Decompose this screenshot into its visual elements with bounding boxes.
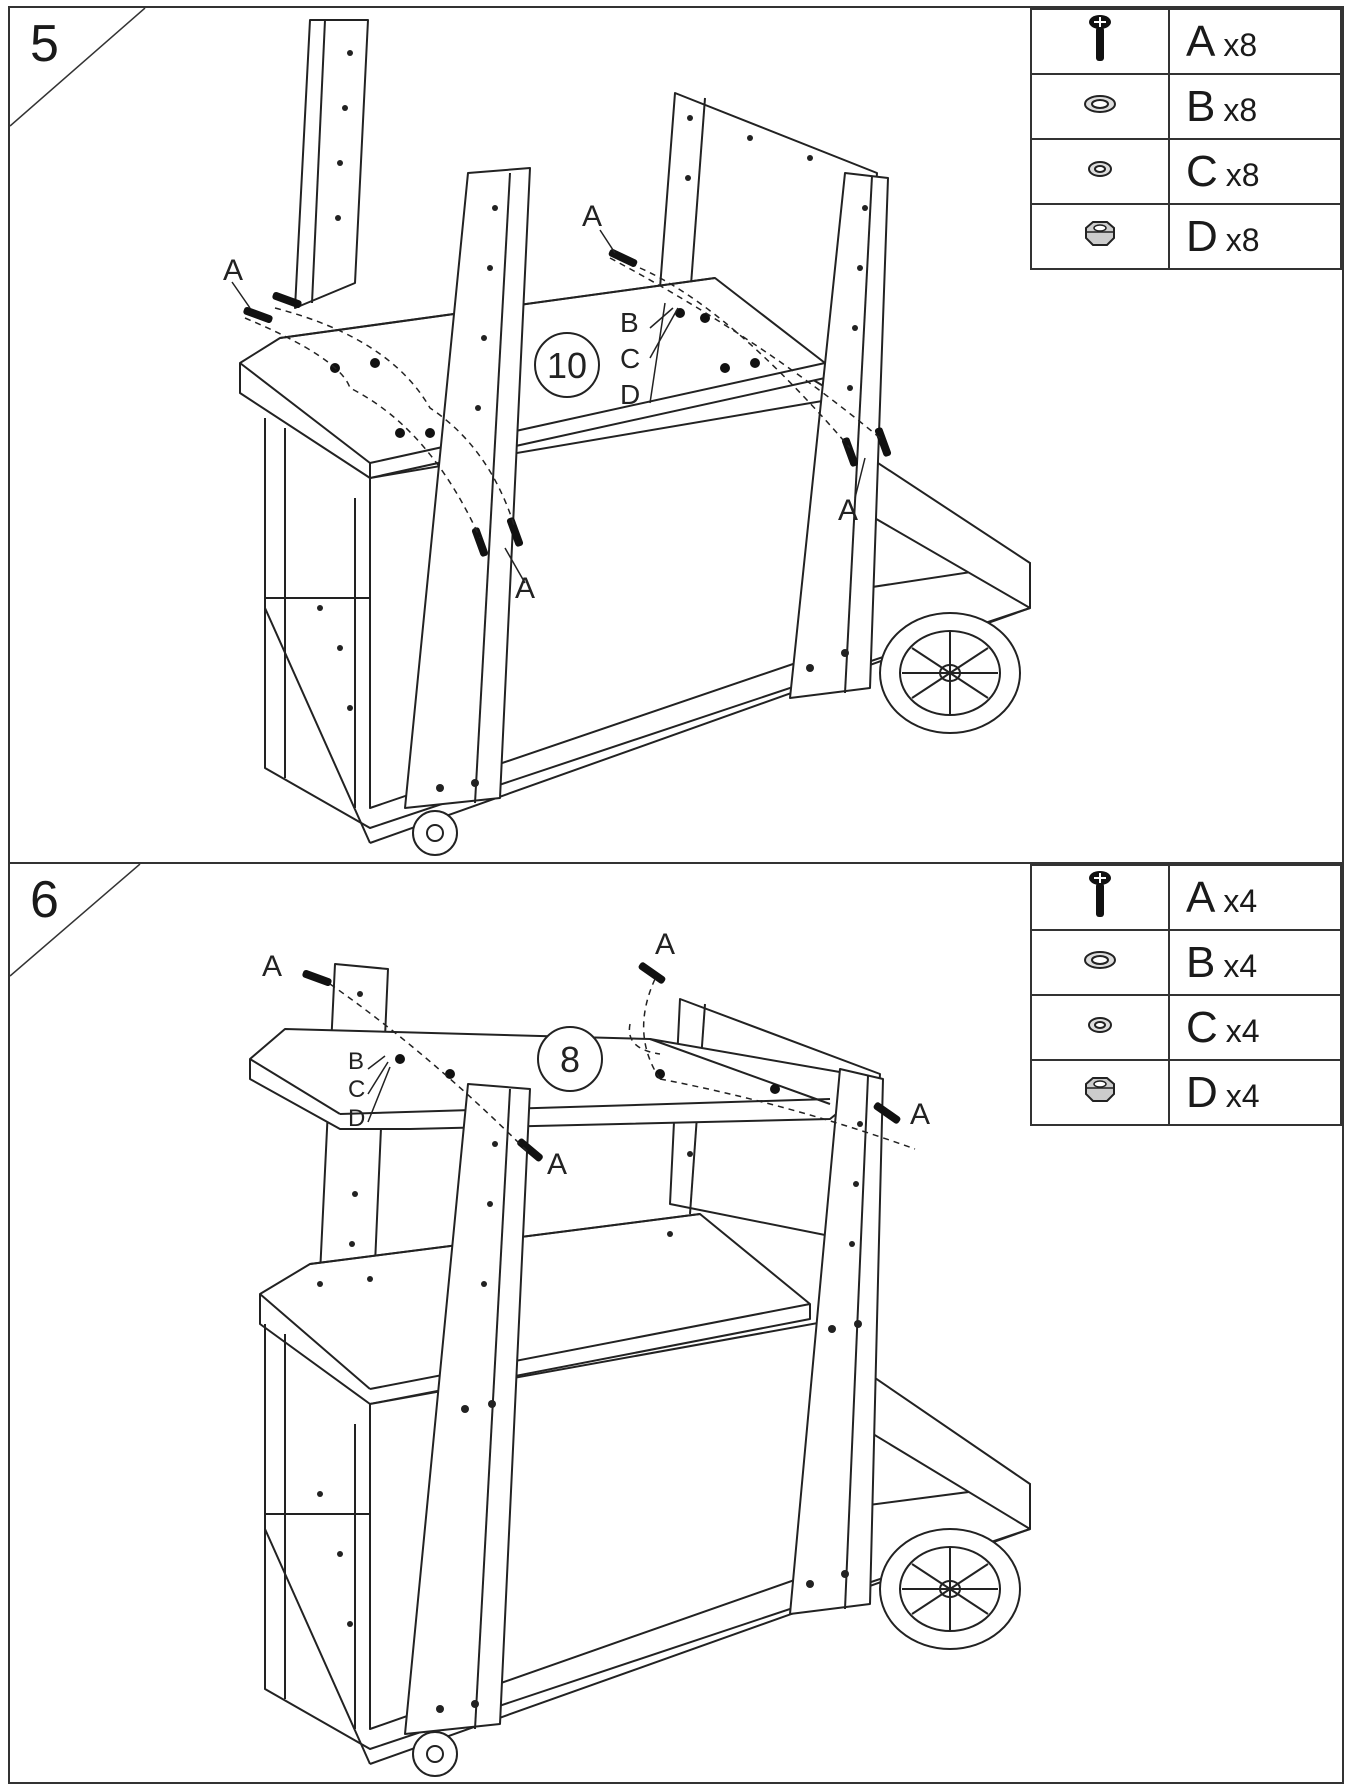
callout-c: C bbox=[348, 1076, 365, 1103]
part-quantity: x8 bbox=[1225, 221, 1260, 258]
part-quantity: x8 bbox=[1225, 156, 1260, 193]
board-number: 10 bbox=[547, 345, 587, 386]
callout-c: C bbox=[620, 343, 640, 374]
part-letter: B bbox=[1186, 937, 1216, 987]
step-number: 5 bbox=[30, 15, 59, 73]
spring-washer-icon bbox=[1088, 1017, 1112, 1033]
callout-d: D bbox=[620, 379, 640, 410]
part-letter: D bbox=[1186, 211, 1218, 261]
screw-icon bbox=[1089, 871, 1111, 917]
part-letter: A bbox=[1186, 872, 1216, 922]
callout-d: D bbox=[348, 1105, 365, 1132]
board-number: 8 bbox=[560, 1039, 580, 1080]
callout-a: A bbox=[838, 494, 858, 527]
callout-a: A bbox=[655, 928, 675, 961]
step-number: 6 bbox=[30, 871, 59, 929]
part-letter: A bbox=[1186, 16, 1216, 66]
step-corner-divider bbox=[10, 8, 146, 127]
part-quantity: x8 bbox=[1223, 91, 1258, 128]
part-letter: C bbox=[1186, 146, 1218, 196]
hex-nut-icon bbox=[1085, 221, 1115, 246]
part-letter: D bbox=[1186, 1067, 1218, 1117]
callout-a: A bbox=[547, 1148, 567, 1181]
screw-icon bbox=[1089, 15, 1111, 61]
callout-a: A bbox=[223, 254, 243, 287]
part-letter: B bbox=[1186, 81, 1216, 131]
flat-washer-icon bbox=[1084, 95, 1116, 113]
callout-a: A bbox=[910, 1098, 930, 1131]
callout-a: A bbox=[515, 572, 535, 605]
part-letter: C bbox=[1186, 1002, 1218, 1052]
part-quantity: x4 bbox=[1223, 947, 1258, 984]
part-quantity: x4 bbox=[1225, 1077, 1260, 1114]
callout-a: A bbox=[262, 950, 282, 983]
flat-washer-icon bbox=[1084, 951, 1116, 969]
part-quantity: x4 bbox=[1225, 1012, 1260, 1049]
part-quantity: x8 bbox=[1223, 26, 1258, 63]
step-corner-divider bbox=[10, 864, 141, 977]
spring-washer-icon bbox=[1088, 161, 1112, 177]
part-quantity: x4 bbox=[1223, 882, 1258, 919]
callout-b: B bbox=[620, 307, 639, 338]
cart-assembly-drawing: 8 A A A A B C D bbox=[249, 928, 1031, 1777]
callout-b: B bbox=[348, 1048, 364, 1075]
callout-a: A bbox=[582, 200, 602, 233]
cart-assembly-drawing: 10 A A A A B C D bbox=[223, 19, 1031, 856]
hex-nut-icon bbox=[1085, 1077, 1115, 1102]
